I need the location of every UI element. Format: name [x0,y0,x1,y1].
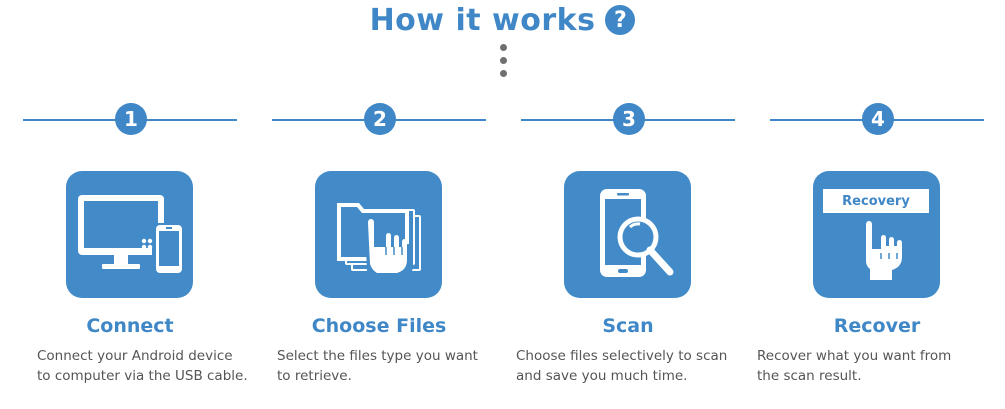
step-description: Select the files type you want to retrie… [277,348,478,384]
step-title: Choose Files [311,315,447,337]
step-connect: 1 Connect Connect your Android device to… [23,100,263,400]
step-description: Connect your Android device to computer … [37,348,248,384]
step-number-badge: 1 [115,103,147,135]
page-title: How it works [369,2,596,38]
step-recover: 4 Recovery Recover Recover what you want… [757,100,1005,400]
step-choose-files: 2 Choose Files Select the files type you… [272,100,512,400]
step-title: Scan [602,315,654,337]
step-number-badge: 4 [862,103,894,135]
step-number-badge: 3 [613,103,645,135]
vertical-dots-divider [498,44,508,78]
step-title: Recover [833,315,921,337]
recovery-button-hand-icon: Recovery [813,171,940,298]
step-scan: 3 Scan Choose files selectively to scan … [516,100,761,400]
step-number-badge: 2 [364,103,396,135]
folder-hand-icon [315,171,442,298]
computer-phone-icon [66,171,193,298]
page-header: How it works ? [0,0,1005,40]
step-description: Choose files selectively to scan and sav… [516,348,728,384]
step-title: Connect [86,315,174,337]
phone-magnifier-icon [564,171,691,298]
step-description: Recover what you want from the scan resu… [757,348,952,384]
help-icon[interactable]: ? [605,5,636,35]
recovery-label: Recovery [823,189,929,213]
